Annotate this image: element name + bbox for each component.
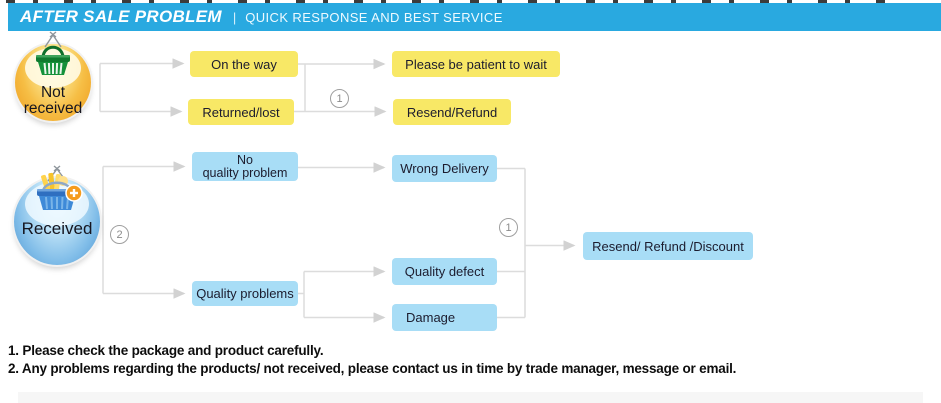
section-header-banner: AFTER SALE PROBLEM | QUICK RESPONSE AND …	[8, 3, 941, 31]
green-shopping-basket-icon	[36, 31, 70, 75]
cropped-text-remnant	[6, 0, 886, 3]
branch-number-2: 2	[110, 225, 129, 244]
node-quality-problems: Quality problems	[192, 281, 298, 306]
node-resend-refund: Resend/Refund	[393, 99, 511, 125]
bottom-section-divider	[18, 392, 923, 403]
merge-number-1-bottom: 1	[499, 218, 518, 237]
node-returned-lost: Returned/lost	[188, 99, 294, 125]
banner-separator: |	[232, 9, 237, 25]
not-received-node: Not received	[14, 29, 92, 125]
merge-number-1-top: 1	[330, 89, 349, 108]
banner-title: AFTER SALE PROBLEM	[20, 7, 222, 26]
not-received-label: Not received	[23, 84, 83, 117]
received-label: Received	[21, 219, 93, 238]
blue-shopping-basket-plus-icon	[37, 165, 83, 210]
note-line-1: 1. Please check the package and product …	[8, 343, 324, 358]
received-node: Received	[13, 163, 101, 267]
banner-subtitle: QUICK RESPONSE AND BEST SERVICE	[245, 9, 503, 25]
node-wrong-delivery: Wrong Delivery	[392, 155, 497, 182]
node-damage: Damage	[392, 304, 497, 331]
node-resolution: Resend/ Refund /Discount	[583, 232, 753, 260]
node-quality-defect: Quality defect	[392, 258, 497, 285]
node-be-patient: Please be patient to wait	[392, 51, 560, 77]
node-on-the-way: On the way	[190, 51, 298, 77]
note-line-2: 2. Any problems regarding the products/ …	[8, 361, 737, 376]
